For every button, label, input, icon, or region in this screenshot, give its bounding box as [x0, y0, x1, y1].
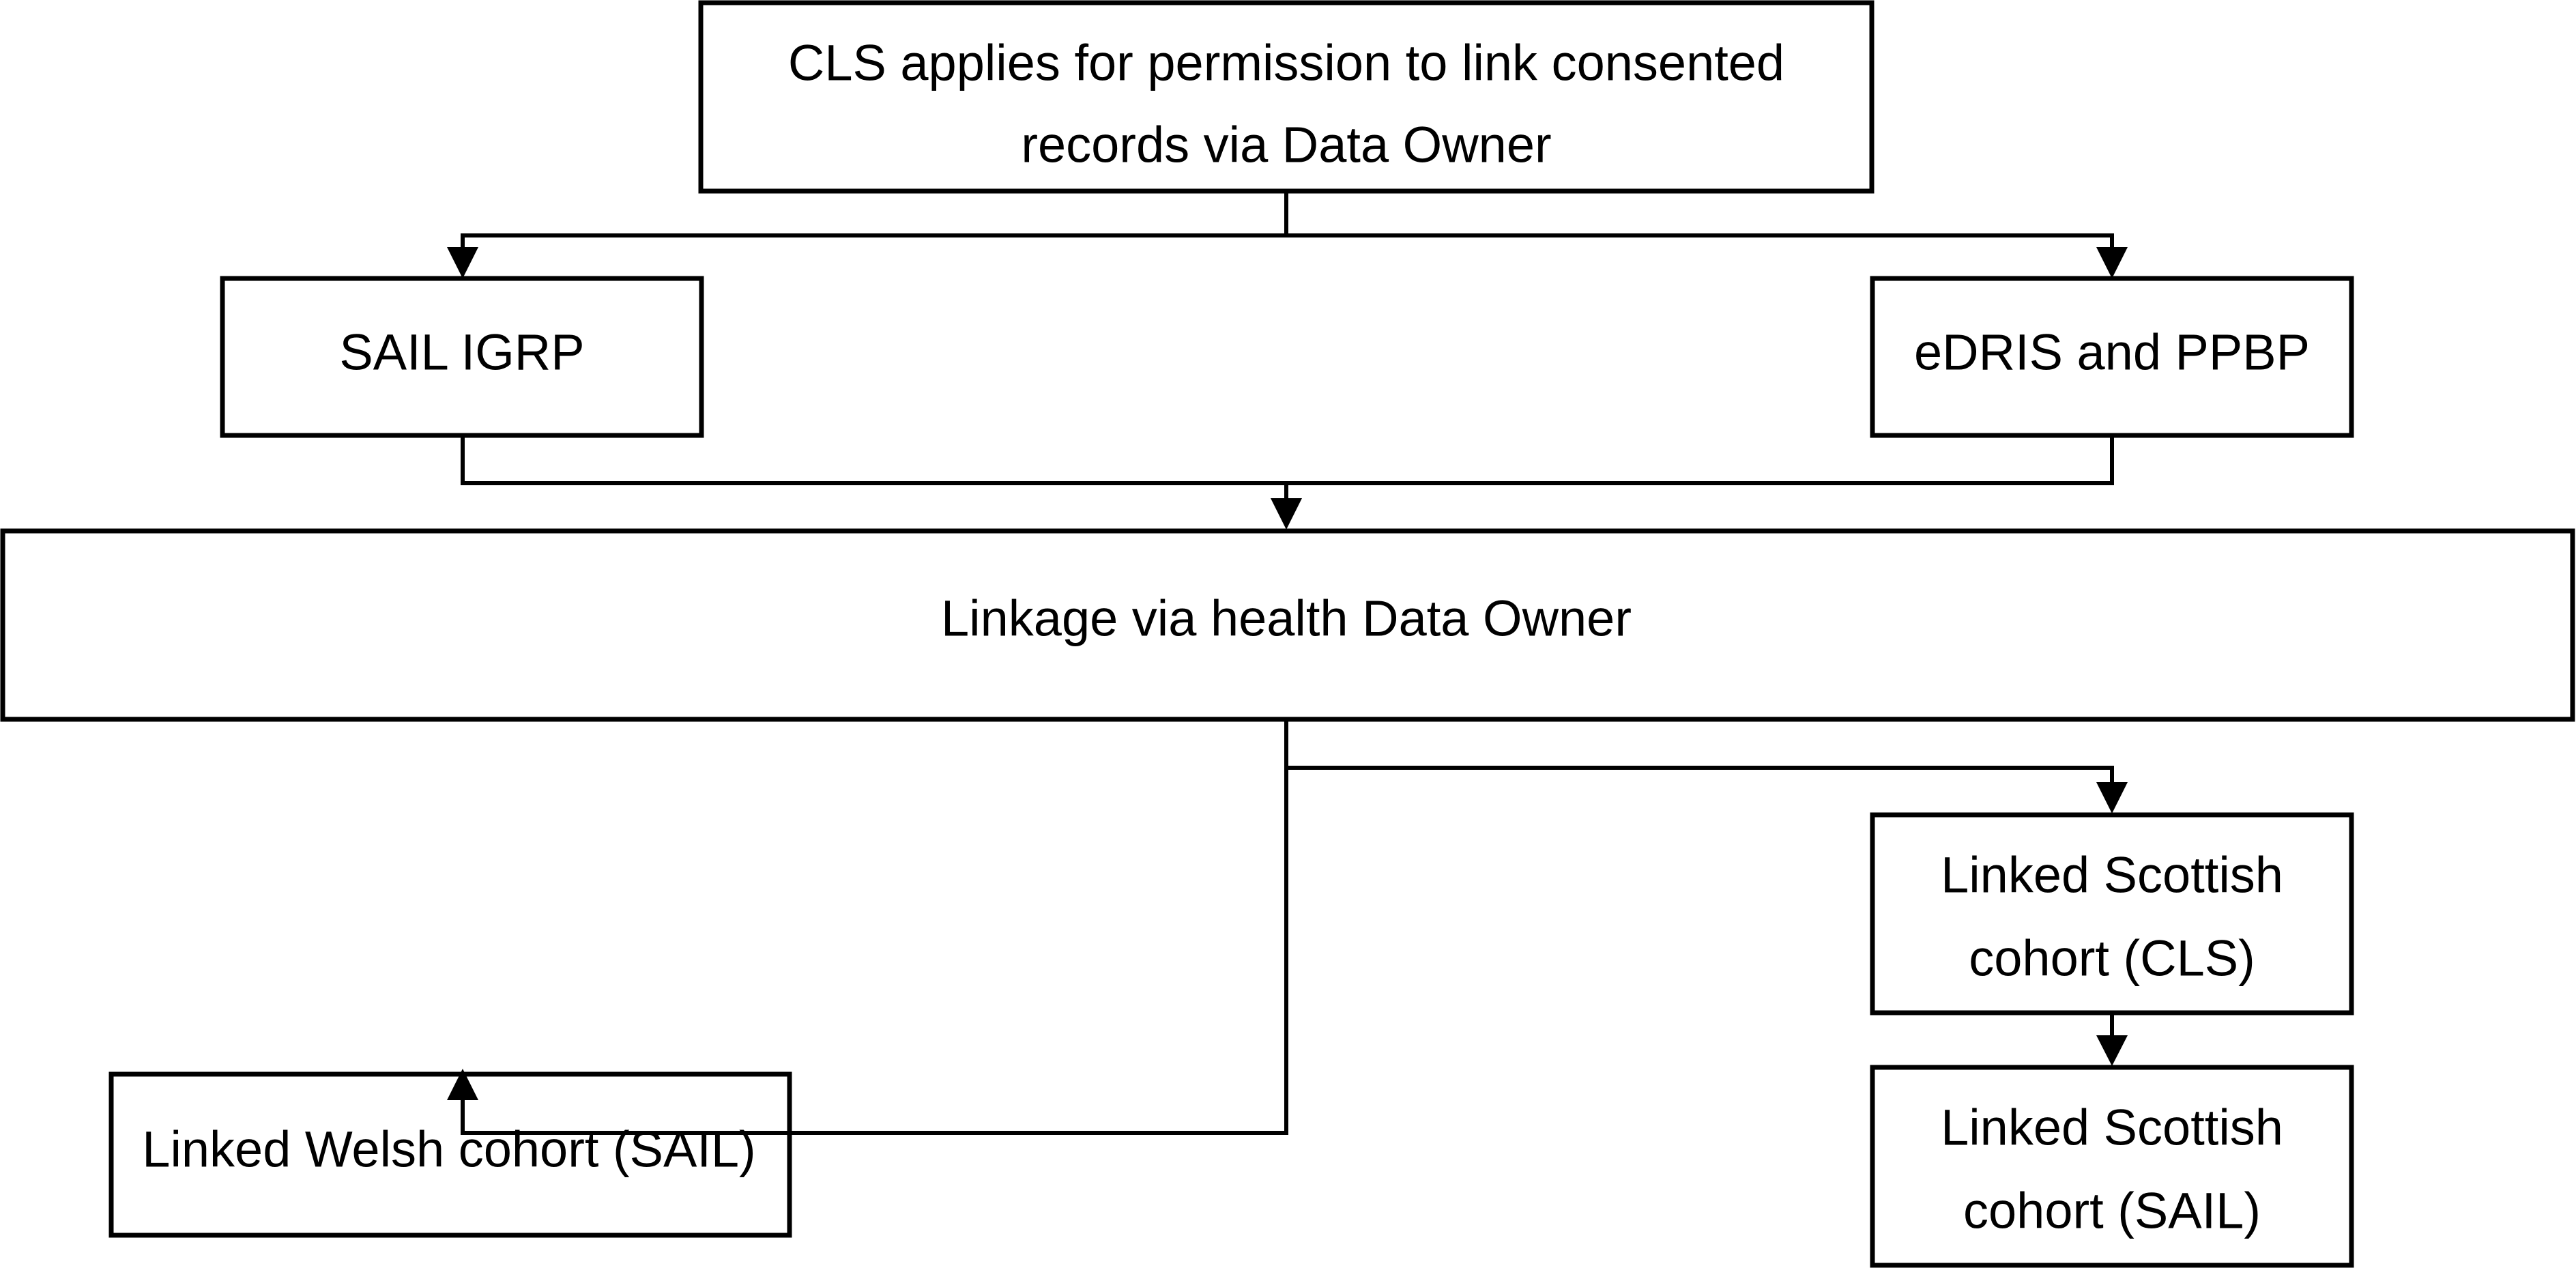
node-scottish-sail-line-2: cohort (SAIL) — [1963, 1183, 2261, 1239]
node-edris-ppbp-label: eDRIS and PPBP — [1914, 324, 2310, 381]
node-scottish-sail: Linked Scottish cohort (SAIL) — [1870, 1065, 2354, 1268]
node-scottish-cls: Linked Scottish cohort (CLS) — [1870, 812, 2354, 1015]
arrowhead-down-icon — [2096, 247, 2128, 278]
node-linkage-label: Linkage via health Data Owner — [941, 590, 1632, 647]
node-edris-ppbp: eDRIS and PPBP — [1870, 276, 2354, 438]
node-scottish-cls-line-2: cohort (CLS) — [1969, 930, 2255, 987]
node-scottish-sail-line-1: Linked Scottish — [1941, 1099, 2283, 1156]
node-apply-line-1: CLS applies for permission to link conse… — [788, 35, 1784, 91]
edge-sail-igrp-to-linkage — [461, 437, 1288, 502]
node-welsh-sail-label: Linked Welsh cohort (SAIL) — [142, 1121, 755, 1178]
arrowhead-down-icon — [447, 247, 478, 278]
node-apply-line-2: records via Data Owner — [1021, 117, 1551, 173]
edge-linkage-to-welsh-sail-overlay — [461, 1097, 1286, 1135]
node-sail-igrp-label: SAIL IGRP — [339, 324, 584, 381]
arrowhead-down-icon — [1271, 498, 1302, 530]
arrowhead-up-icon — [447, 1069, 478, 1100]
edge-apply-to-sail-igrp — [461, 191, 1288, 251]
arrowheads — [447, 247, 2128, 1100]
edge-apply-to-edris-ppbp — [1286, 233, 2114, 251]
node-welsh-sail: Linked Welsh cohort (SAIL) — [108, 1071, 792, 1238]
arrowhead-down-icon — [2096, 782, 2128, 813]
edge-edris-ppbp-to-linkage — [1286, 437, 2114, 485]
node-apply: CLS applies for permission to link conse… — [698, 0, 1875, 194]
edge-linkage-to-scottish-cls — [1284, 720, 2114, 785]
node-sail-igrp: SAIL IGRP — [220, 276, 704, 438]
node-scottish-cls-line-1: Linked Scottish — [1941, 847, 2283, 904]
arrowhead-down-icon — [2096, 1035, 2128, 1066]
node-linkage: Linkage via health Data Owner — [0, 528, 2575, 722]
